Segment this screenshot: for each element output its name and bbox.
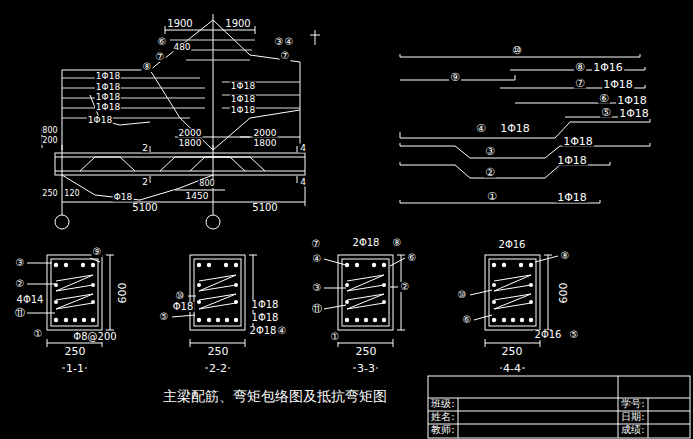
rebar-label: 1Φ18: [87, 116, 113, 125]
callout-number: 2: [141, 144, 149, 153]
callout-number: ⑧: [574, 62, 586, 73]
callout-number: ④: [475, 123, 487, 134]
callout-number: ⑦: [155, 52, 166, 62]
callout-number: ①: [33, 329, 44, 339]
rebar-label: 1Φ18: [95, 72, 121, 81]
callout-number: ③: [15, 258, 26, 268]
callout-number: ①: [486, 191, 498, 202]
callout-number: 2: [141, 178, 149, 187]
callout-number: ⑧: [142, 62, 153, 72]
callout-number: ⑦: [280, 51, 291, 61]
callout-number: 4: [299, 144, 307, 153]
rebar-label: Φ8@200: [72, 332, 117, 342]
rebar-label: 1800: [178, 139, 203, 148]
rebar-label: 1Φ18: [230, 82, 256, 91]
rebar-label: 2000: [253, 129, 278, 138]
rebar-label: 1Φ18: [616, 95, 648, 106]
callout-number: ③: [484, 146, 496, 157]
rebar-label: 1Φ18: [556, 155, 588, 166]
callout-number: ④: [312, 254, 323, 264]
title-block-cell: 学号:: [620, 399, 645, 409]
rebar-label: 1-1: [65, 363, 85, 374]
rebar-label: 1800: [253, 139, 278, 148]
callout-number: ⑥: [157, 37, 168, 47]
callout-number: ⑤: [159, 312, 170, 322]
rebar-label: 120: [63, 190, 80, 198]
rebar-label: 800: [198, 180, 215, 188]
title-block-cell: 教师:: [430, 425, 455, 435]
rebar-label: 600: [558, 282, 569, 305]
callout-number: ⑦: [311, 239, 322, 249]
rebar-label: 1Φ18: [251, 300, 280, 310]
rebar-label: 250: [501, 346, 524, 357]
rebar-label: 600: [117, 282, 128, 305]
drawing-title: 主梁配筋、弯矩包络图及抵抗弯矩图: [162, 389, 388, 403]
callout-number: ⑩: [175, 291, 186, 301]
rebar-label: 250: [355, 346, 378, 357]
rebar-label: 250: [207, 346, 230, 357]
rebar-label: 5100: [131, 203, 158, 213]
rebar-label: 2Φ16: [534, 330, 563, 340]
callout-number: ⑥: [407, 253, 418, 263]
rebar-label: 800: [41, 127, 58, 135]
callout-number: ⑪: [14, 308, 26, 318]
callout-number: ⑥: [598, 93, 610, 104]
callout-number: ②: [484, 167, 496, 178]
rebar-label: 1900: [224, 19, 251, 29]
rebar-label: 4Φ14: [16, 295, 45, 305]
rebar-label: 1Φ18: [95, 93, 121, 102]
callout-number: ⑧: [560, 251, 571, 261]
rebar-label: 2000: [178, 129, 203, 138]
callout-number: ⑪: [311, 304, 323, 314]
callout-number: ②: [15, 279, 26, 289]
rebar-label: 1Φ18: [230, 106, 256, 115]
rebar-label: 2Φ18: [352, 238, 381, 248]
callout-number: ⑩: [511, 45, 523, 56]
callout-number: ⑦: [574, 78, 586, 89]
callout-number: ⑩: [457, 290, 468, 300]
rebar-label: 4-4: [502, 363, 522, 374]
title-block-cell: 成绩:: [620, 425, 645, 435]
rebar-label: 1Φ18: [562, 136, 594, 147]
rebar-label: 1Φ18: [95, 83, 121, 92]
rebar-label: 1Φ18: [95, 103, 121, 112]
rebar-label: 1Φ18: [556, 192, 588, 203]
callout-number: ⑤: [600, 107, 612, 118]
rebar-label: 1450: [185, 192, 210, 201]
callout-number: ①: [330, 332, 341, 342]
rebar-label: 1Φ18: [230, 95, 256, 104]
rebar-label: 1Φ18: [618, 108, 650, 119]
callout-number: 4: [299, 178, 307, 187]
rebar-label: 1Φ18: [602, 79, 634, 90]
rebar-label: 1Φ16: [592, 62, 624, 73]
callout-number: ⑨: [449, 72, 461, 83]
rebar-label: 5100: [251, 203, 278, 213]
rebar-label: 3-3: [356, 363, 376, 374]
callout-number: ②: [400, 282, 411, 292]
rebar-label: 1Φ18: [251, 313, 280, 323]
title-block-cell: 姓名:: [430, 412, 455, 422]
callout-number: ⑤: [569, 330, 580, 340]
title-block-cell: 班级:: [430, 399, 455, 409]
rebar-label: 2Φ18: [249, 326, 278, 336]
rebar-label: 1900: [166, 19, 193, 29]
callout-number: ⑧: [392, 238, 403, 248]
rebar-label: Φ18: [113, 193, 134, 202]
rebar-label: 200: [41, 137, 58, 145]
rebar-label: 480: [172, 43, 191, 52]
title-block-cell: 日期:: [620, 412, 645, 422]
rebar-label: 1Φ18: [499, 123, 531, 134]
callout-number: ③: [312, 283, 323, 293]
callout-number: ④: [277, 326, 288, 336]
rebar-label: Φ18: [172, 302, 195, 312]
rebar-label: 2Φ16: [498, 240, 527, 250]
rebar-label: 2-2: [208, 363, 228, 374]
rebar-label: 250: [64, 346, 87, 357]
rebar-label: 250: [41, 190, 58, 198]
callout-number: ④: [284, 37, 295, 47]
callout-number: ⑥: [462, 315, 473, 325]
callout-number: ⑨: [92, 247, 103, 257]
